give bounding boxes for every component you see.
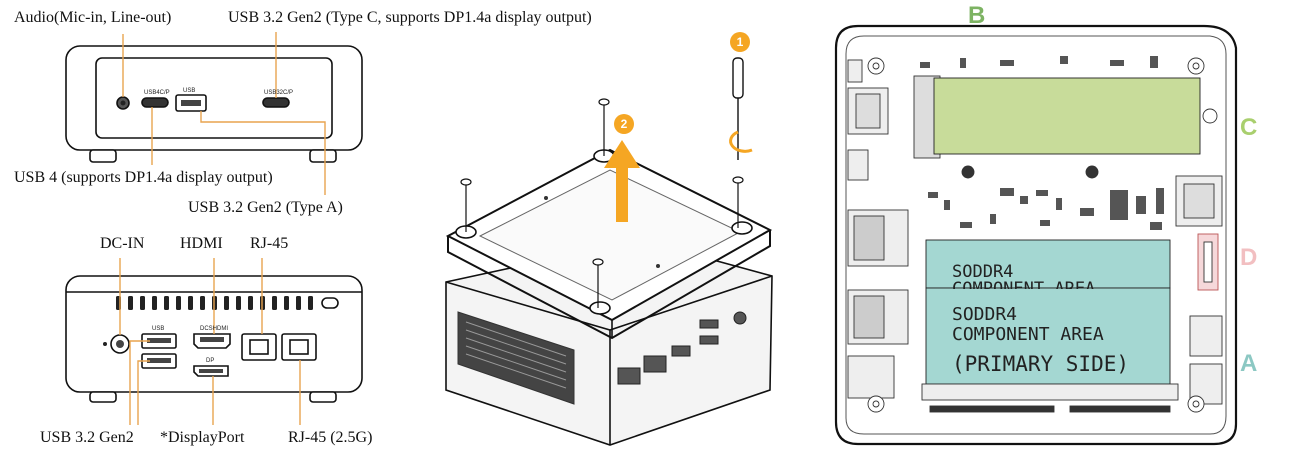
chassis-assembly [445,57,773,446]
chip-clusters [920,56,1164,230]
label-usb-c-gen2: USB 3.2 Gen2 (Type C, supports DP1.4a di… [228,9,592,26]
dp-mark: DP [206,358,214,364]
dimm-mid-line1: SODDR4 [952,304,1018,325]
rear-usb-mark: USB [152,326,164,332]
usb-c-mark: USB32C/P [264,90,293,96]
label-dc-in: DC-IN [100,235,145,252]
screws [460,98,744,308]
dimm-mid-line2: COMPONENT AREA [952,324,1104,345]
dimm-module-top [925,239,1171,289]
usb4-mark: USB4C/P [144,90,170,96]
label-usb-a-gen2: USB 3.2 Gen2 (Type A) [188,199,343,216]
rotate-arrow [729,130,753,153]
section-letter-a: A [1240,350,1258,377]
lift-arrow [604,140,640,222]
front-callouts [122,32,326,195]
section-letter-c: C [1240,114,1258,141]
m2-card [933,77,1201,155]
front-panel [65,45,363,163]
dimm-top-line1: SODDR4 [952,262,1014,282]
usb-a-mark: USB [183,88,195,94]
usb4-port [141,97,169,108]
step-1-marker: 1 [730,32,750,52]
label-audio: Audio(Mic-in, Line-out) [14,9,172,26]
board-components [847,56,1223,413]
section-letter-d: D [1240,244,1258,271]
dimm-top-line2: COMPONENT AREA [952,281,1095,289]
label-rj45: RJ-45 [250,235,289,252]
section-letter-b: B [968,2,986,29]
label-displayport: *DisplayPort [160,429,245,446]
label-hdmi: HDMI [180,235,223,252]
rear-callouts [119,258,301,425]
side-vent [457,311,575,405]
label-usb-gen2: USB 3.2 Gen2 [40,429,134,446]
chassis-ports [617,311,747,385]
step-2-marker: 2 [614,114,634,134]
dimm-module-primary [925,287,1171,385]
hdmi-mark: DCSHDMI [200,326,228,332]
label-usb4: USB 4 (supports DP1.4a display output) [14,169,273,186]
dimm-side: (PRIMARY SIDE) [952,352,1130,376]
label-rj45-25g: RJ-45 (2.5G) [288,429,373,446]
